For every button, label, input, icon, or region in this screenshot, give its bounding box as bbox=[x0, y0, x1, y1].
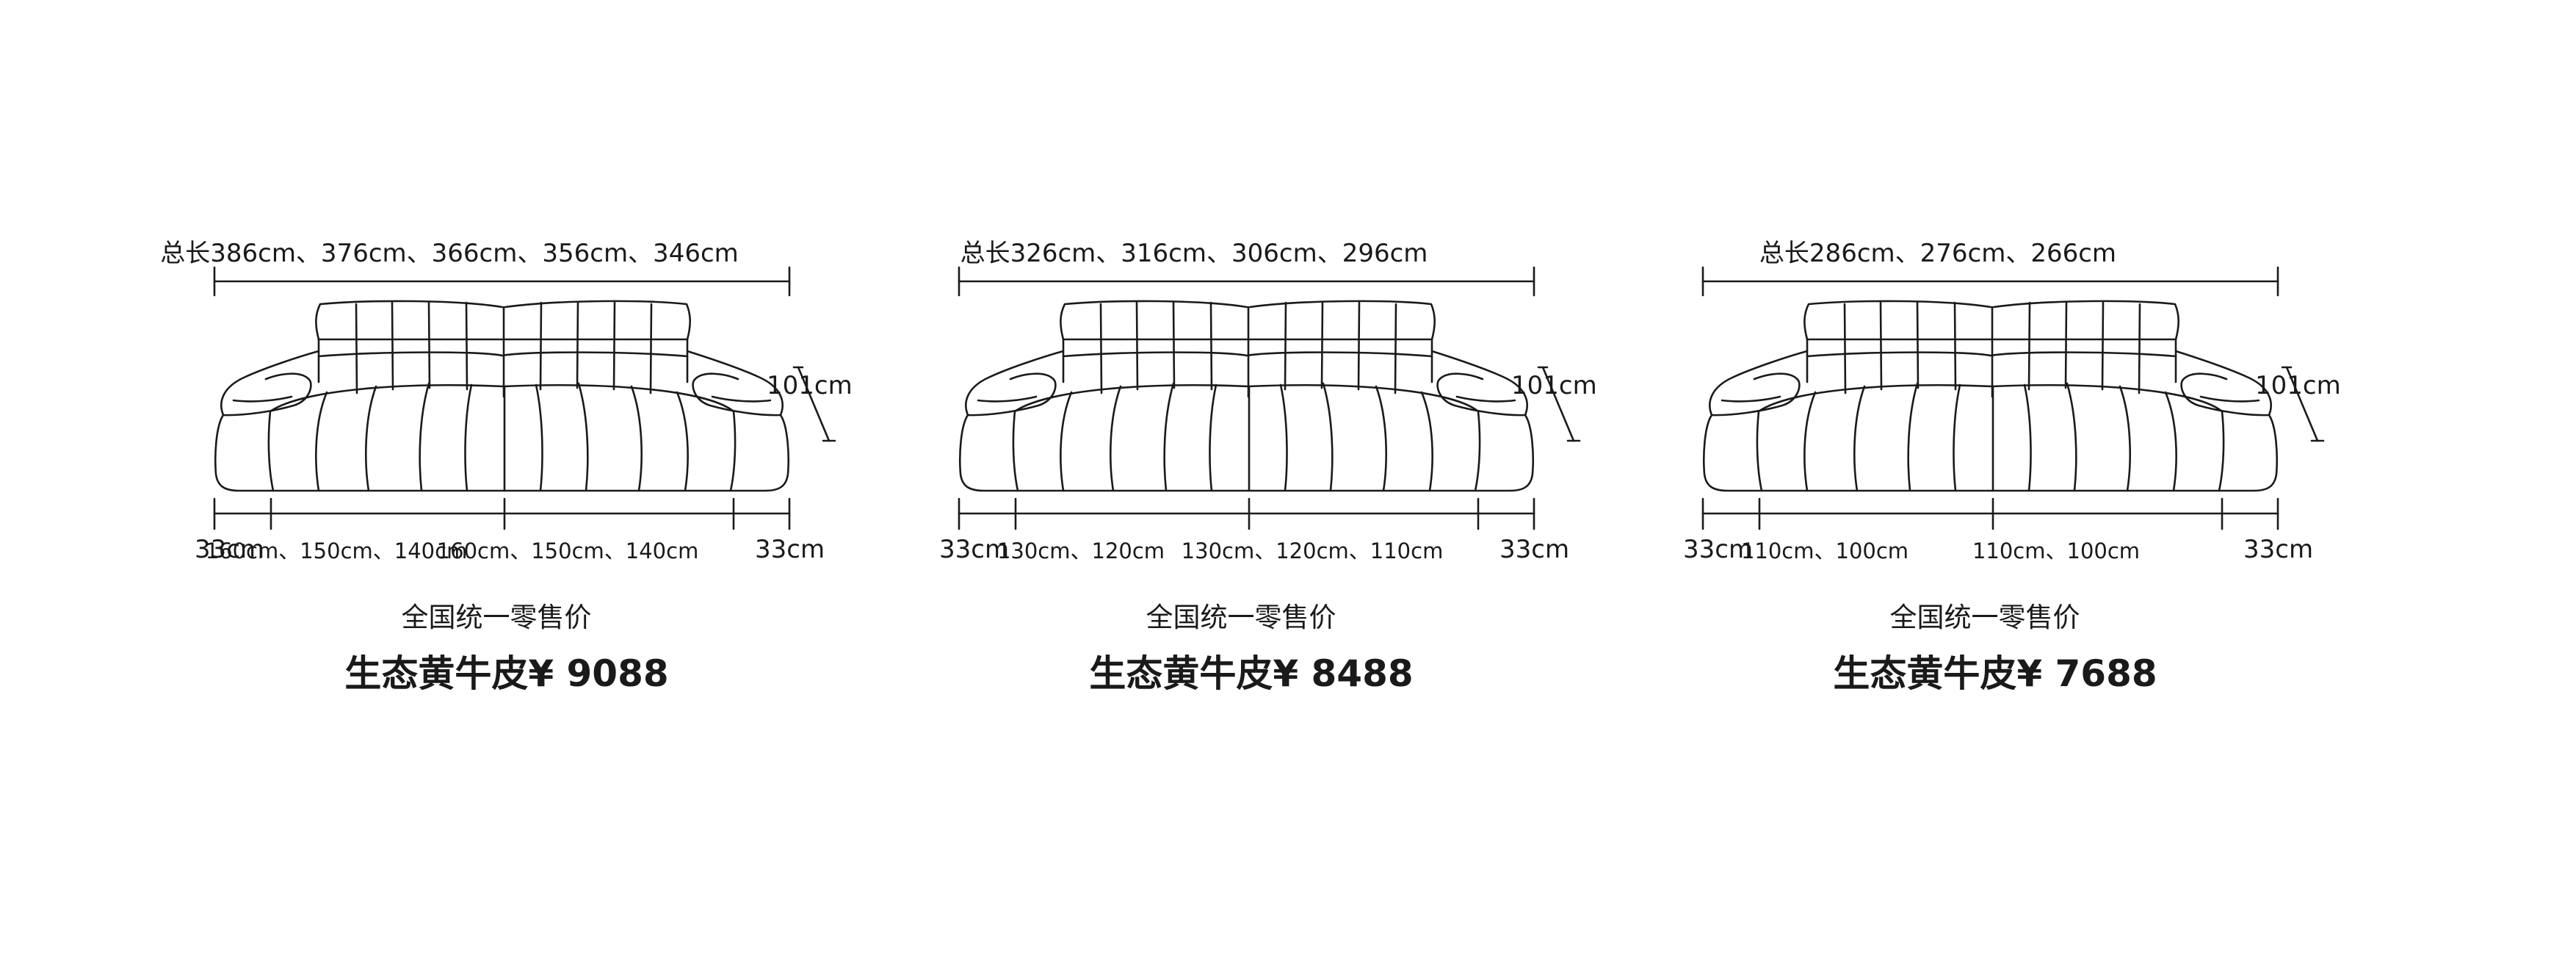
width-dimension-line bbox=[1701, 497, 2279, 530]
right-arm-width-label: 33cm bbox=[1499, 535, 1570, 564]
left-arm-width-label: 33cm bbox=[939, 535, 1010, 564]
right-arm bbox=[1430, 350, 1528, 417]
sofa-line-drawing bbox=[213, 266, 836, 530]
sofa-base bbox=[214, 414, 789, 492]
sofa-line-drawing bbox=[1701, 266, 2325, 530]
left-arm bbox=[965, 350, 1065, 417]
right-seat-width-label: 160cm、150cm、140cm bbox=[436, 538, 699, 563]
sofa-line-drawing bbox=[958, 266, 1581, 530]
left-arm bbox=[1709, 350, 1809, 417]
height-label: 101cm bbox=[767, 371, 853, 400]
right-arm bbox=[2174, 350, 2272, 417]
total-length-label: 总长326cm、316cm、306cm、296cm bbox=[960, 239, 1428, 268]
total-length-label: 总长286cm、276cm、266cm bbox=[1759, 239, 2117, 268]
retail-price-label: 全国统一零售价 bbox=[1889, 602, 2080, 633]
left-seat-width-label: 160cm、150cm、140cm bbox=[205, 538, 468, 563]
retail-price-label: 全国统一零售价 bbox=[401, 602, 592, 633]
left-arm-width-label: 33cm bbox=[1683, 535, 1754, 564]
seat-cushions bbox=[1756, 382, 2225, 492]
back-cushions bbox=[315, 300, 691, 398]
back-cushions bbox=[1060, 300, 1436, 398]
right-arm bbox=[686, 350, 784, 417]
sofa-card-3: 总长286cm、276cm、266cm 101cm 33cm 110cm、100… bbox=[1651, 0, 2398, 966]
material-price: 生态黄牛皮¥ 9088 bbox=[344, 652, 669, 695]
height-label: 101cm bbox=[2255, 371, 2341, 400]
height-label: 101cm bbox=[1511, 371, 1597, 400]
height-dimension-line bbox=[2281, 366, 2325, 442]
height-dimension-line bbox=[1537, 366, 1581, 442]
sofa-base bbox=[959, 414, 1534, 492]
sofa-base bbox=[1703, 414, 2278, 492]
total-length-label: 总长386cm、376cm、366cm、356cm、346cm bbox=[160, 239, 739, 268]
seat-cushions bbox=[267, 382, 737, 492]
right-arm-width-label: 33cm bbox=[755, 535, 825, 564]
retail-price-label: 全国统一零售价 bbox=[1146, 602, 1336, 633]
left-seat-width-label: 130cm、120cm bbox=[996, 538, 1165, 563]
total-length-dimension-line bbox=[1701, 266, 2279, 297]
total-length-dimension-line bbox=[958, 266, 1535, 297]
total-length-dimension-line bbox=[213, 266, 791, 297]
height-dimension-line bbox=[792, 366, 836, 442]
right-seat-width-label: 130cm、120cm、110cm bbox=[1181, 538, 1444, 563]
left-arm bbox=[220, 350, 320, 417]
left-arm-width-label: 33cm bbox=[195, 535, 265, 564]
right-arm-width-label: 33cm bbox=[2243, 535, 2314, 564]
sofa-card-1: 总长386cm、376cm、366cm、356cm、346cm 101cm 33… bbox=[160, 0, 909, 966]
back-cushions bbox=[1803, 300, 2179, 398]
material-price: 生态黄牛皮¥ 8488 bbox=[1089, 652, 1414, 695]
seat-cushions bbox=[1012, 382, 1481, 492]
right-seat-width-label: 110cm、100cm bbox=[1972, 538, 2141, 563]
width-dimension-line bbox=[958, 497, 1535, 530]
left-seat-width-label: 110cm、100cm bbox=[1740, 538, 1909, 563]
material-price: 生态黄牛皮¥ 7688 bbox=[1833, 652, 2157, 695]
sofa-card-2: 总长326cm、316cm、306cm、296cm 101cm 33cm 130… bbox=[908, 0, 1654, 966]
width-dimension-line bbox=[213, 497, 791, 530]
